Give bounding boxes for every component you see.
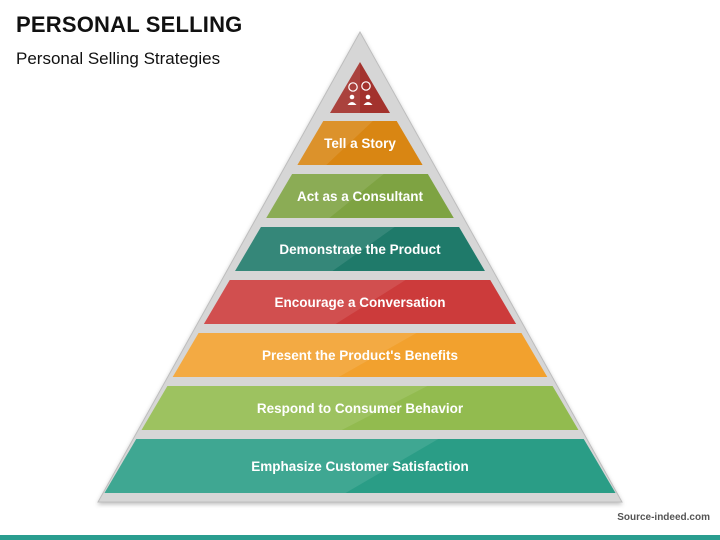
people-conversation-icon	[347, 81, 373, 105]
pyramid-tier-highlight	[297, 121, 373, 165]
pyramid-tier-highlight	[141, 386, 428, 430]
pyramid-tier-label: Respond to Consumer Behavior	[257, 401, 464, 416]
pyramid-tier-2	[266, 174, 454, 218]
pyramid-tier-label: Tell a Story	[324, 136, 396, 151]
pyramid-tier-label: Encourage a Conversation	[274, 295, 445, 310]
pyramid-tier-highlight	[104, 439, 439, 493]
page-subtitle: Personal Selling Strategies	[16, 49, 221, 68]
pyramid-tier-highlight	[235, 227, 395, 271]
pyramid-tier-highlight	[266, 174, 384, 218]
pyramid-tier-highlight	[172, 333, 417, 377]
pyramid-tier-highlight	[203, 280, 406, 324]
pyramid-tier-3	[235, 227, 485, 271]
pyramid-tier-4	[203, 280, 517, 324]
bottom-accent-bar	[0, 535, 720, 540]
pyramid-tier-1	[297, 121, 423, 165]
pyramid-tier-label: Act as a Consultant	[297, 189, 424, 204]
pyramid-tier-6	[141, 386, 579, 430]
pyramid-tier-label: Demonstrate the Product	[279, 242, 441, 257]
pyramid-tier-label: Present the Product's Benefits	[262, 348, 458, 363]
pyramid-tier-label: Emphasize Customer Satisfaction	[251, 459, 469, 474]
page-title: PERSONAL SELLING	[16, 12, 243, 37]
pyramid-tier-5	[172, 333, 548, 377]
pyramid-tier-7	[104, 439, 616, 493]
pyramid-top-tier	[330, 62, 390, 113]
source-credit: Source-indeed.com	[617, 512, 710, 523]
